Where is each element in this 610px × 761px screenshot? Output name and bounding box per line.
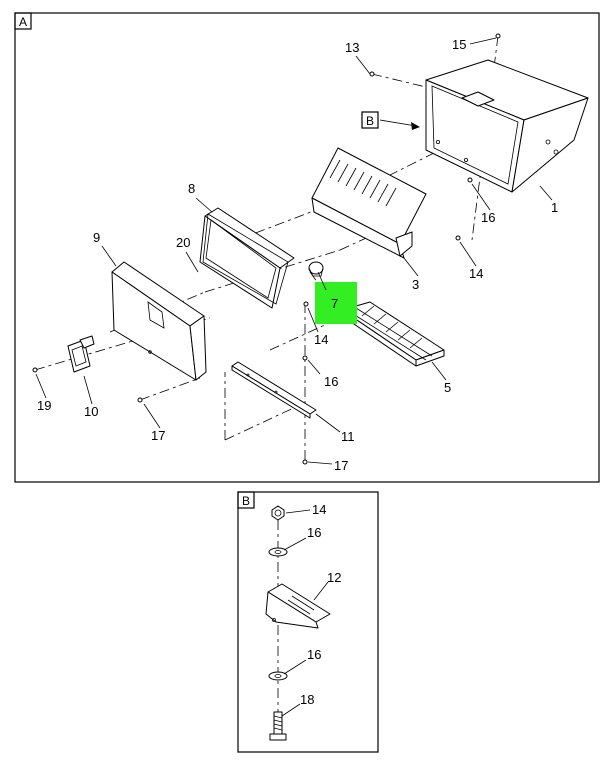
fasteners-a [32, 33, 501, 465]
callout-20: 20 [176, 235, 190, 250]
view-a-tag: A [19, 15, 27, 29]
detail-b-reference-label: B [366, 114, 374, 128]
callout-b-16a: 16 [307, 525, 321, 540]
callout-16b: 16 [324, 374, 338, 389]
view-b-tag-box [237, 491, 255, 509]
callout-1: 1 [551, 200, 558, 215]
callout-leaders-a [35, 37, 553, 465]
view-b: B [237, 491, 379, 753]
callout-11: 11 [341, 429, 355, 444]
callout-14a: 14 [469, 266, 483, 281]
part-gasket [199, 207, 295, 309]
callout-10: 10 [84, 404, 98, 419]
callout-15: 15 [452, 37, 466, 52]
part-washer-b-top [268, 547, 288, 557]
part-bracket [311, 147, 427, 259]
view-a: A [14, 12, 600, 483]
callout-16a: 16 [481, 210, 495, 225]
callout-5: 5 [444, 380, 451, 395]
view-a-tag-box [14, 12, 32, 30]
callout-leaders-b [281, 509, 329, 717]
view-b-frame [237, 491, 379, 753]
callout-19: 19 [37, 398, 51, 413]
callout-3: 3 [412, 277, 419, 292]
detail-b-reference: B [361, 111, 420, 130]
callouts-a: 13 15 8 9 20 16 1 3 14 14 5 19 10 16 17 … [37, 37, 558, 473]
callout-13: 13 [345, 40, 359, 55]
part-housing [425, 59, 589, 193]
callout-b-18: 18 [300, 692, 314, 707]
callout-8: 8 [188, 181, 195, 196]
callouts-b: 14 16 12 16 18 [300, 502, 341, 707]
callout-b-16b: 16 [307, 647, 321, 662]
part-bracket-12 [265, 583, 331, 629]
part-washer-b-bottom [268, 671, 288, 681]
view-b-tag: B [242, 494, 250, 508]
part-front-panel [111, 261, 207, 381]
view-a-frame [14, 12, 600, 483]
callout-17b: 17 [334, 458, 348, 473]
callout-b-14: 14 [312, 502, 326, 517]
highlight-7: 7 [315, 271, 357, 324]
callout-17a: 17 [151, 428, 165, 443]
callout-14b: 14 [314, 332, 328, 347]
callout-b-12: 12 [327, 570, 341, 585]
part-nut-b [271, 505, 285, 521]
part-knob [308, 261, 324, 277]
callout-9: 9 [93, 230, 100, 245]
part-bolt-18 [269, 711, 287, 741]
part-rail [231, 361, 317, 419]
part-tray [341, 301, 445, 367]
part-switch [67, 335, 95, 373]
callout-7: 7 [331, 296, 338, 311]
